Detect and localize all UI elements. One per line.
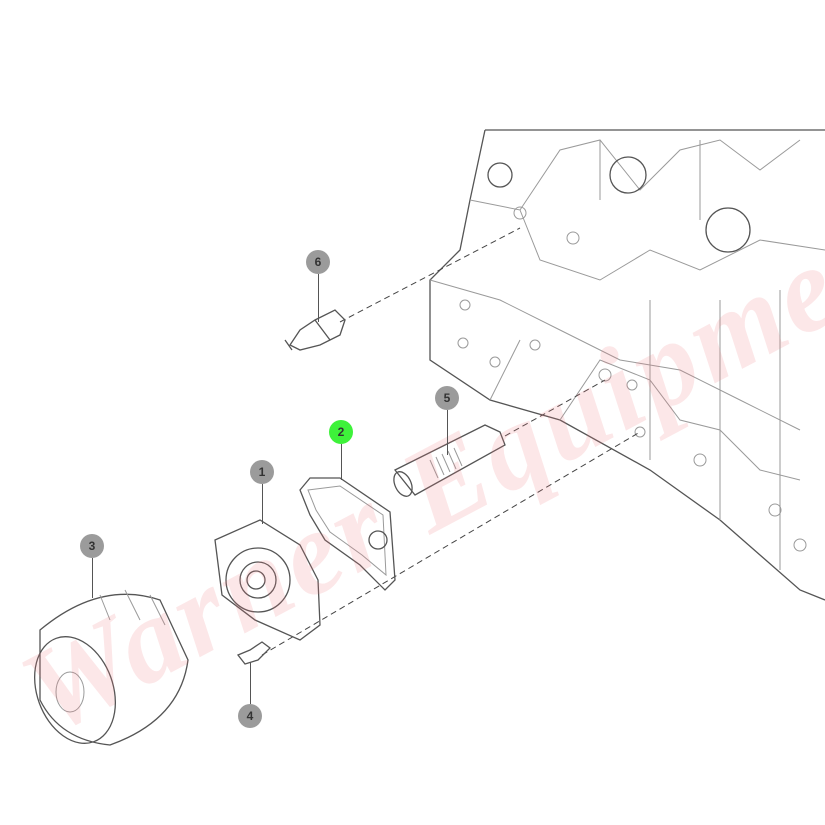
leader-line-4 <box>250 662 251 704</box>
callout-4[interactable]: 4 <box>238 704 262 728</box>
gasket <box>299 477 396 591</box>
oil-valve <box>393 424 506 497</box>
engine-block <box>429 129 825 601</box>
callout-1[interactable]: 1 <box>250 460 274 484</box>
leader-line-3 <box>92 558 93 598</box>
leader-line-5 <box>447 410 448 455</box>
callout-5[interactable]: 5 <box>435 386 459 410</box>
leader-line-2 <box>341 444 342 480</box>
bolt <box>236 641 271 665</box>
callout-6[interactable]: 6 <box>306 250 330 274</box>
oil-filter <box>33 589 189 746</box>
oil-filter-housing <box>214 519 321 641</box>
callout-3[interactable]: 3 <box>80 534 104 558</box>
leader-line-1 <box>262 484 263 524</box>
oil-pressure-switch <box>284 309 346 351</box>
leader-line-6 <box>318 274 319 322</box>
callout-2-selected[interactable]: 2 <box>329 420 353 444</box>
